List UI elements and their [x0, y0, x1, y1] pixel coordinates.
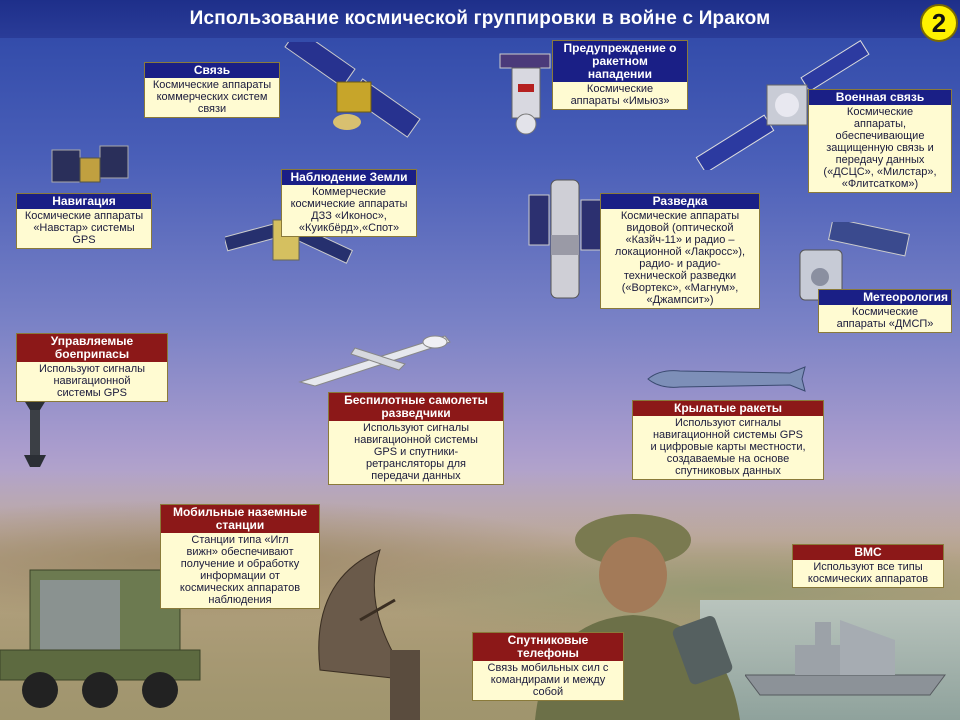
- box-meteorologiya: Метеорология Космические аппараты «ДМСП»: [818, 289, 952, 333]
- box-bespilotnye-line: ретрансляторы для: [366, 458, 466, 470]
- box-bespilotnye-line: передачи данных: [371, 470, 461, 482]
- box-mobilnye-line: наблюдения: [208, 594, 272, 606]
- box-razvedka-line: «Казйч-11» и радио –: [625, 234, 735, 246]
- box-mobilnye-header: Мобильные наземные: [172, 505, 308, 519]
- box-preduprezhdenie-line: Космические: [586, 83, 654, 95]
- box-svyaz-line: связи: [197, 103, 227, 115]
- box-bespilotnye-header: разведчики: [381, 406, 451, 420]
- reconnaissance-satellite-icon: [528, 179, 602, 299]
- box-upravlyaemye-header: боеприпасы: [54, 347, 130, 361]
- box-upravlyaemye-header: Управляемые: [50, 334, 134, 348]
- box-krylatye-line: и цифровые карты местности,: [650, 441, 806, 453]
- box-razvedka-header: Разведка: [601, 194, 759, 209]
- military-comms-satellite-icon: [695, 40, 870, 170]
- box-svyaz-line: Космические аппараты: [152, 79, 272, 91]
- box-razvedka-line: «Джампсит»): [646, 294, 714, 306]
- box-meteorologiya-line: аппараты «ДМСП»: [836, 318, 934, 330]
- box-voennaya-svyaz-line: защищенную связь и: [826, 142, 934, 154]
- drone-icon: [298, 335, 451, 387]
- box-vms-header: ВМС: [793, 545, 943, 560]
- box-razvedka-line: технической разведки: [623, 270, 737, 282]
- box-meteorologiya-line: Космические: [851, 306, 919, 318]
- cruise-missile-icon: [647, 366, 806, 392]
- box-preduprezhdenie-line: аппараты «Имьюз»: [570, 95, 670, 107]
- box-krylatye-header: Крылатые ракеты: [633, 401, 823, 416]
- warning-satellite-icon: [499, 53, 551, 135]
- box-voennaya-svyaz-line: обеспечивающие: [835, 130, 925, 142]
- box-nablyudenie-line: Коммерческие: [311, 186, 387, 198]
- box-navigatsiya-header: Навигация: [17, 194, 151, 209]
- box-razvedka-line: («Вортекс», «Магнум»,: [621, 282, 739, 294]
- box-nablyudenie-line: космические аппараты: [290, 198, 408, 210]
- warship-icon: [745, 620, 946, 696]
- box-upravlyaemye-line: Используют сигналы: [38, 363, 146, 375]
- box-razvedka-line: локационной «Лакросс»),: [614, 246, 746, 258]
- box-sputnikovye-line: командирами и между: [490, 674, 606, 686]
- box-voennaya-svyaz-line: («ДСЦС», «Милстар»,: [823, 166, 937, 178]
- box-nablyudenie: Наблюдение Земли Коммерческие космически…: [281, 169, 417, 237]
- comms-satellite-icon: [284, 42, 421, 138]
- box-krylatye: Крылатые ракеты Используют сигналы навиг…: [632, 400, 824, 480]
- box-upravlyaemye: Управляемые боеприпасы Используют сигнал…: [16, 333, 168, 402]
- box-voennaya-svyaz-line: Космические: [846, 106, 914, 118]
- box-krylatye-line: создаваемые на основе: [666, 453, 790, 465]
- box-sputnikovye: Спутниковые телефоны Связь мобильных сил…: [472, 632, 624, 701]
- box-mobilnye-line: вижн» обеспечивают: [186, 546, 294, 558]
- box-mobilnye: Мобильные наземные станции Станции типа …: [160, 504, 320, 609]
- box-upravlyaemye-line: навигационной: [53, 375, 131, 387]
- box-nablyudenie-line: ДЗЗ «Иконос»,: [311, 210, 387, 222]
- box-bespilotnye-header: Беспилотные самолеты: [344, 393, 488, 407]
- box-navigatsiya-line: Космические аппараты: [24, 210, 144, 222]
- box-razvedka-line: радио- и радио-: [639, 258, 721, 270]
- box-svyaz-line: коммерческих систем: [156, 91, 268, 103]
- box-sputnikovye-line: собой: [532, 686, 564, 698]
- box-razvedka: Разведка Космические аппараты видовой (о…: [600, 193, 760, 309]
- box-navigatsiya-line: GPS: [72, 234, 96, 246]
- navstar-satellite-icon: [51, 145, 129, 183]
- box-voennaya-svyaz: Военная связь Космические аппараты, обес…: [808, 89, 952, 193]
- box-mobilnye-line: информации от: [200, 570, 280, 582]
- box-svyaz-header: Связь: [145, 63, 279, 78]
- box-sputnikovye-header: Спутниковые: [507, 633, 589, 647]
- box-bespilotnye-line: навигационной системы: [354, 434, 478, 446]
- box-bespilotnye: Беспилотные самолеты разведчики Использу…: [328, 392, 504, 485]
- box-preduprezhdenie: Предупреждение о ракетном нападении Косм…: [552, 40, 688, 110]
- box-mobilnye-line: Станции типа «Игл: [191, 534, 289, 546]
- box-svyaz: Связь Космические аппараты коммерческих …: [144, 62, 280, 118]
- page-title: Использование космической группировки в …: [189, 8, 771, 29]
- box-krylatye-line: навигационной системы GPS: [652, 429, 804, 441]
- box-navigatsiya: Навигация Космические аппараты «Навстар»…: [16, 193, 152, 249]
- box-preduprezhdenie-header: нападении: [587, 67, 653, 81]
- box-nablyudenie-line: «Куикбёрд»,«Спот»: [298, 222, 400, 234]
- box-vms-line: космических аппаратов: [807, 573, 929, 585]
- box-vms: ВМС Используют все типы космических аппа…: [792, 544, 944, 588]
- box-navigatsiya-line: «Навстар» системы: [33, 222, 135, 234]
- box-bespilotnye-line: Используют сигналы: [362, 422, 470, 434]
- box-voennaya-svyaz-header: Военная связь: [809, 90, 951, 105]
- box-mobilnye-line: космических аппаратов: [179, 582, 301, 594]
- title-bar: Использование космической группировки в …: [0, 0, 960, 38]
- box-sputnikovye-header: телефоны: [517, 646, 579, 660]
- box-meteorologiya-header: Метеорология: [819, 290, 951, 305]
- page-number-badge: 2: [920, 4, 958, 42]
- radar-dish-icon: [318, 549, 420, 720]
- box-bespilotnye-line: GPS и спутники-: [373, 446, 459, 458]
- box-krylatye-line: Используют сигналы: [674, 417, 782, 429]
- box-preduprezhdenie-header: Предупреждение о: [563, 41, 677, 55]
- box-voennaya-svyaz-line: передачу данных: [835, 154, 925, 166]
- box-upravlyaemye-line: системы GPS: [57, 387, 127, 399]
- box-voennaya-svyaz-line: «Флитсатком»): [841, 178, 919, 190]
- box-voennaya-svyaz-line: аппараты,: [853, 118, 907, 130]
- box-mobilnye-header: станции: [215, 518, 265, 532]
- box-mobilnye-line: получение и обработку: [180, 558, 300, 570]
- box-razvedka-line: видовой (оптической: [626, 222, 734, 234]
- box-vms-line: Используют все типы: [813, 561, 923, 573]
- truck-icon: [0, 569, 201, 708]
- box-krylatye-line: спутниковых данных: [675, 465, 781, 477]
- box-preduprezhdenie-header: ракетном: [592, 54, 648, 68]
- box-sputnikovye-line: Связь мобильных сил с: [487, 662, 609, 674]
- box-razvedka-line: Космические аппараты: [620, 210, 740, 222]
- box-nablyudenie-header: Наблюдение Земли: [282, 170, 416, 185]
